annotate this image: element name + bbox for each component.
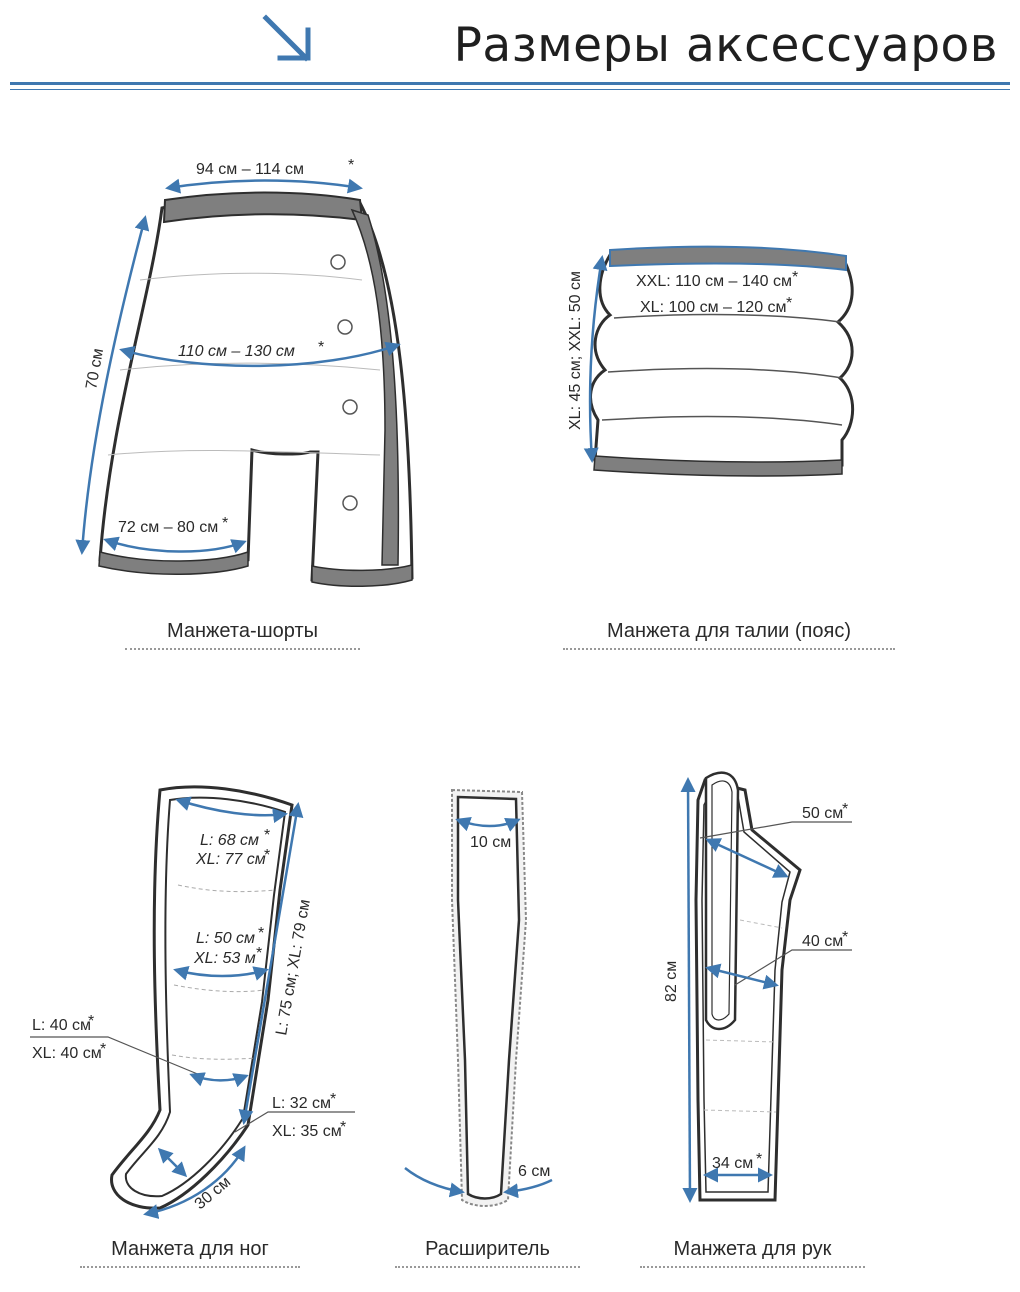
belt-caption-underline [563,648,895,650]
belt-xxl-label: XXL: 110 см – 140 см [636,273,792,290]
header-arrow-icon [262,14,311,62]
asterisk-shorts-waist: * [348,157,354,174]
leg-length-arrow [238,802,304,1125]
leg-foot-arrow-bottom [143,1145,246,1219]
arm-top-arrow [705,838,789,878]
leg-knee-l-label: L: 40 см [32,1017,91,1034]
asterisk-leg-knee-xl: * [100,1041,106,1058]
arm-length-label: 82 см [663,961,680,1002]
header-rule-thin [10,89,1010,90]
leg-knee-arrow [189,1072,249,1088]
leg-ankle-leader [234,1111,355,1133]
asterisk-shorts-hips: * [318,339,324,356]
waist-belt-drawing [589,245,855,477]
leg-knee-xl-label: XL: 40 см [32,1045,102,1062]
asterisk-leg-mid-l: * [258,925,264,942]
extender-bottom-arrow-left [404,1167,465,1198]
belt-height-label: XL: 45 см; XXL: 50 см [567,271,584,430]
arm-top-label: 50 см [802,805,843,822]
shorts-height-arrow [75,215,150,555]
extender-top-arrow [455,817,521,832]
arm-mid-arrow [705,963,779,990]
asterisk-arm-top: * [842,801,848,818]
arm-bottom-label: 34 см [712,1155,753,1172]
extender-bottom-arrow-right [503,1178,553,1199]
arm-cuff-drawing [694,771,802,1202]
belt-height-arrow [583,255,608,463]
extender-bottom-label: 6 см [518,1163,550,1180]
asterisk-arm-mid: * [842,929,848,946]
extender-drawing [451,788,528,1207]
leg-top-l-label: L: 68 см [200,832,259,849]
shorts-waist-arrow [165,178,363,194]
shorts-caption: Манжета-шорты [167,620,318,642]
shorts-leg-label: 72 см – 80 см [118,519,218,536]
belt-caption: Манжета для талии (пояс) [607,620,851,642]
arm-caption: Манжета для рук [673,1238,832,1260]
arm-mid-label: 40 см [802,933,843,950]
arm-top-leader [699,821,852,839]
asterisk-leg-top-xl: * [264,847,270,864]
extender-top-label: 10 см [470,834,511,851]
asterisk-leg-mid-xl: * [256,945,262,962]
asterisk-belt-xl: * [786,295,792,312]
legcuff-caption-underline [80,1266,300,1268]
page-title: Размеры аксессуаров [453,18,998,73]
leg-top-xl-label: XL: 77 см [195,851,266,868]
asterisk-leg-ankle-xl: * [340,1119,346,1136]
asterisk-arm-bottom: * [756,1151,762,1168]
asterisk-leg-top-l: * [264,827,270,844]
shorts-waist-label: 94 см – 114 см [196,161,304,178]
asterisk-shorts-leg: * [222,515,228,532]
asterisk-leg-ankle-l: * [330,1091,336,1108]
leg-mid-l-label: L: 50 см [196,930,255,947]
shorts-height-label: 70 см [83,347,107,391]
leg-mid-xl-label: XL: 53 м [193,950,256,967]
shorts-hips-arrow [119,341,401,368]
asterisk-belt-xxl: * [792,269,798,286]
shorts-cuff-drawing [98,191,414,588]
legcuff-caption: Манжета для ног [111,1238,269,1260]
belt-xl-label: XL: 100 см – 120 см [640,299,787,316]
leg-ankle-l-label: L: 32 см [272,1095,331,1112]
header-rule [10,82,1010,85]
leg-ankle-xl-label: XL: 35 см [272,1123,342,1140]
extender-caption: Расширитель [425,1238,550,1260]
shorts-hips-label: 110 см – 130 см [178,343,295,360]
asterisk-leg-knee-l: * [88,1013,94,1030]
arm-length-arrow [680,777,698,1203]
extender-caption-underline [395,1266,580,1268]
leg-knee-leader [30,1036,201,1076]
shorts-caption-underline [125,648,360,650]
arm-caption-underline [640,1266,865,1268]
